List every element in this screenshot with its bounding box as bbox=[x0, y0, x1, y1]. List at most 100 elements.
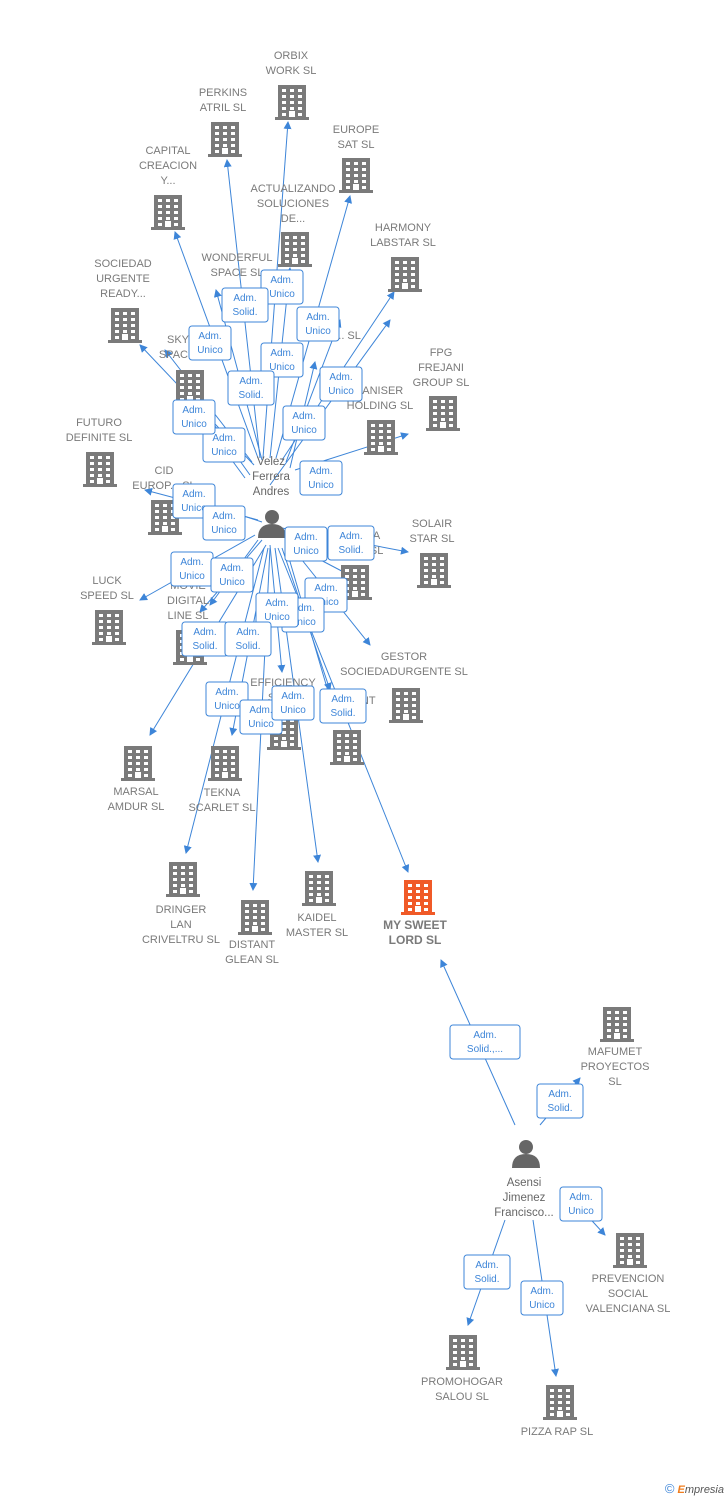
company-label[interactable]: EUROPE bbox=[333, 124, 379, 136]
person-label[interactable]: Francisco... bbox=[494, 1207, 553, 1219]
building-icon[interactable] bbox=[166, 862, 200, 897]
company-label[interactable]: MARSAL bbox=[113, 786, 158, 798]
company-label[interactable]: SOCIEDADURGENTE SL bbox=[340, 666, 468, 678]
company-label[interactable]: STAR SL bbox=[409, 533, 454, 545]
company-node-tekna[interactable]: TEKNA SCARLET SL bbox=[188, 746, 256, 814]
company-node-dringer[interactable]: DRINGER LAN CRIVELTRU SL bbox=[142, 862, 220, 946]
company-label[interactable]: GESTOR bbox=[381, 651, 427, 663]
company-label[interactable]: GLEAN SL bbox=[225, 954, 279, 966]
building-icon[interactable] bbox=[108, 308, 142, 343]
company-label[interactable]: SCARLET SL bbox=[188, 802, 255, 814]
company-label[interactable]: SOCIEDAD bbox=[94, 258, 152, 270]
company-label[interactable]: PERKINS bbox=[199, 87, 247, 99]
company-label[interactable]: CREACION bbox=[139, 160, 197, 172]
company-node-kaidel[interactable]: KAIDEL MASTER SL bbox=[286, 871, 348, 939]
company-node-perkins[interactable]: PERKINS ATRIL SL bbox=[199, 87, 247, 157]
company-node-distant[interactable]: DISTANT GLEAN SL bbox=[225, 900, 279, 966]
company-label[interactable]: SPAC... bbox=[159, 349, 197, 361]
building-icon[interactable] bbox=[173, 370, 207, 405]
company-label[interactable]: LAN bbox=[170, 919, 191, 931]
person-node-asensi[interactable]: AsensiJimenezFrancisco... bbox=[494, 1140, 554, 1219]
company-label[interactable]: URGENTE bbox=[96, 273, 150, 285]
company-label[interactable]: GROUP SL bbox=[413, 377, 470, 389]
company-label[interactable]: SKY bbox=[167, 334, 190, 346]
company-node-futuro[interactable]: FUTURO DEFINITE SL bbox=[66, 417, 133, 487]
building-icon[interactable] bbox=[302, 871, 336, 906]
company-label[interactable]: HARMONY bbox=[375, 222, 432, 234]
company-label[interactable]: PROMOHOGAR bbox=[421, 1376, 503, 1388]
building-icon[interactable] bbox=[600, 1007, 634, 1042]
building-icon[interactable] bbox=[278, 232, 312, 267]
building-icon[interactable] bbox=[389, 688, 423, 723]
building-icon[interactable] bbox=[208, 746, 242, 781]
company-label[interactable]: MASTER SL bbox=[286, 927, 348, 939]
company-label[interactable]: SOCIAL bbox=[608, 1288, 648, 1300]
company-label[interactable]: DRINGER bbox=[156, 904, 207, 916]
company-node-gestor[interactable]: GESTOR SOCIEDADURGENTE SL bbox=[340, 651, 468, 723]
company-label[interactable]: MAFUMET bbox=[588, 1046, 643, 1058]
building-icon[interactable] bbox=[446, 1335, 480, 1370]
company-label[interactable]: ACTUALIZANDO bbox=[251, 183, 336, 195]
person-icon[interactable] bbox=[258, 510, 286, 538]
company-label[interactable]: KAIDEL bbox=[297, 912, 336, 924]
company-label[interactable]: SOLUCIONES bbox=[257, 198, 329, 210]
company-label[interactable]: FREJANI bbox=[418, 362, 464, 374]
person-label[interactable]: Andres bbox=[253, 486, 290, 498]
company-label[interactable]: PROYECTOS bbox=[581, 1061, 650, 1073]
company-node-capital[interactable]: CAPITAL CREACION Y... bbox=[139, 145, 197, 230]
building-icon[interactable] bbox=[238, 900, 272, 935]
building-icon[interactable] bbox=[151, 195, 185, 230]
person-label[interactable]: Ferrera bbox=[252, 471, 290, 483]
building-icon[interactable] bbox=[339, 158, 373, 193]
company-label[interactable]: MY SWEET bbox=[383, 918, 447, 932]
company-label[interactable]: VALENCIANA SL bbox=[586, 1303, 671, 1315]
person-label[interactable]: Asensi bbox=[507, 1177, 542, 1189]
company-node-sky[interactable]: SKY SPAC... bbox=[159, 334, 207, 405]
company-label[interactable]: LUCK bbox=[92, 575, 122, 587]
building-icon[interactable] bbox=[121, 746, 155, 781]
company-label[interactable]: CRIVELTRU SL bbox=[142, 934, 220, 946]
building-icon[interactable] bbox=[426, 396, 460, 431]
building-icon[interactable] bbox=[330, 730, 364, 765]
company-label[interactable]: DE... bbox=[281, 213, 305, 225]
building-icon[interactable] bbox=[401, 880, 435, 915]
company-label[interactable]: ORBIX bbox=[274, 50, 309, 62]
company-label[interactable]: SALOU SL bbox=[435, 1391, 489, 1403]
company-label[interactable]: DIGITAL bbox=[167, 595, 209, 607]
company-label[interactable]: PIZZA RAP SL bbox=[521, 1426, 594, 1438]
company-label[interactable]: READY... bbox=[100, 288, 146, 300]
building-icon[interactable] bbox=[417, 553, 451, 588]
company-label[interactable]: LINE SL bbox=[168, 610, 209, 622]
company-label[interactable]: SPACE SL bbox=[211, 267, 264, 279]
company-label[interactable]: LORD SL bbox=[389, 933, 442, 947]
company-label[interactable]: CID bbox=[155, 465, 174, 477]
company-node-sociedad[interactable]: SOCIEDAD URGENTE READY... bbox=[94, 258, 152, 343]
company-label[interactable]: Y... bbox=[160, 175, 175, 187]
company-label[interactable]: DEFINITE SL bbox=[66, 432, 133, 444]
building-icon[interactable] bbox=[364, 420, 398, 455]
person-label[interactable]: Velez bbox=[257, 456, 285, 468]
company-node-actualizando[interactable]: ACTUALIZANDO SOLUCIONES DE... bbox=[251, 183, 336, 267]
company-node-promohogar[interactable]: PROMOHOGAR SALOU SL bbox=[421, 1335, 503, 1403]
person-icon[interactable] bbox=[512, 1140, 540, 1168]
company-label[interactable]: DISTANT bbox=[229, 939, 276, 951]
building-icon[interactable] bbox=[275, 85, 309, 120]
company-label[interactable]: TEKNA bbox=[204, 787, 241, 799]
company-label[interactable]: FUTURO bbox=[76, 417, 122, 429]
company-label[interactable]: CAPITAL bbox=[145, 145, 190, 157]
company-label[interactable]: ATRIL SL bbox=[200, 102, 246, 114]
building-icon[interactable] bbox=[92, 610, 126, 645]
building-icon[interactable] bbox=[83, 452, 117, 487]
